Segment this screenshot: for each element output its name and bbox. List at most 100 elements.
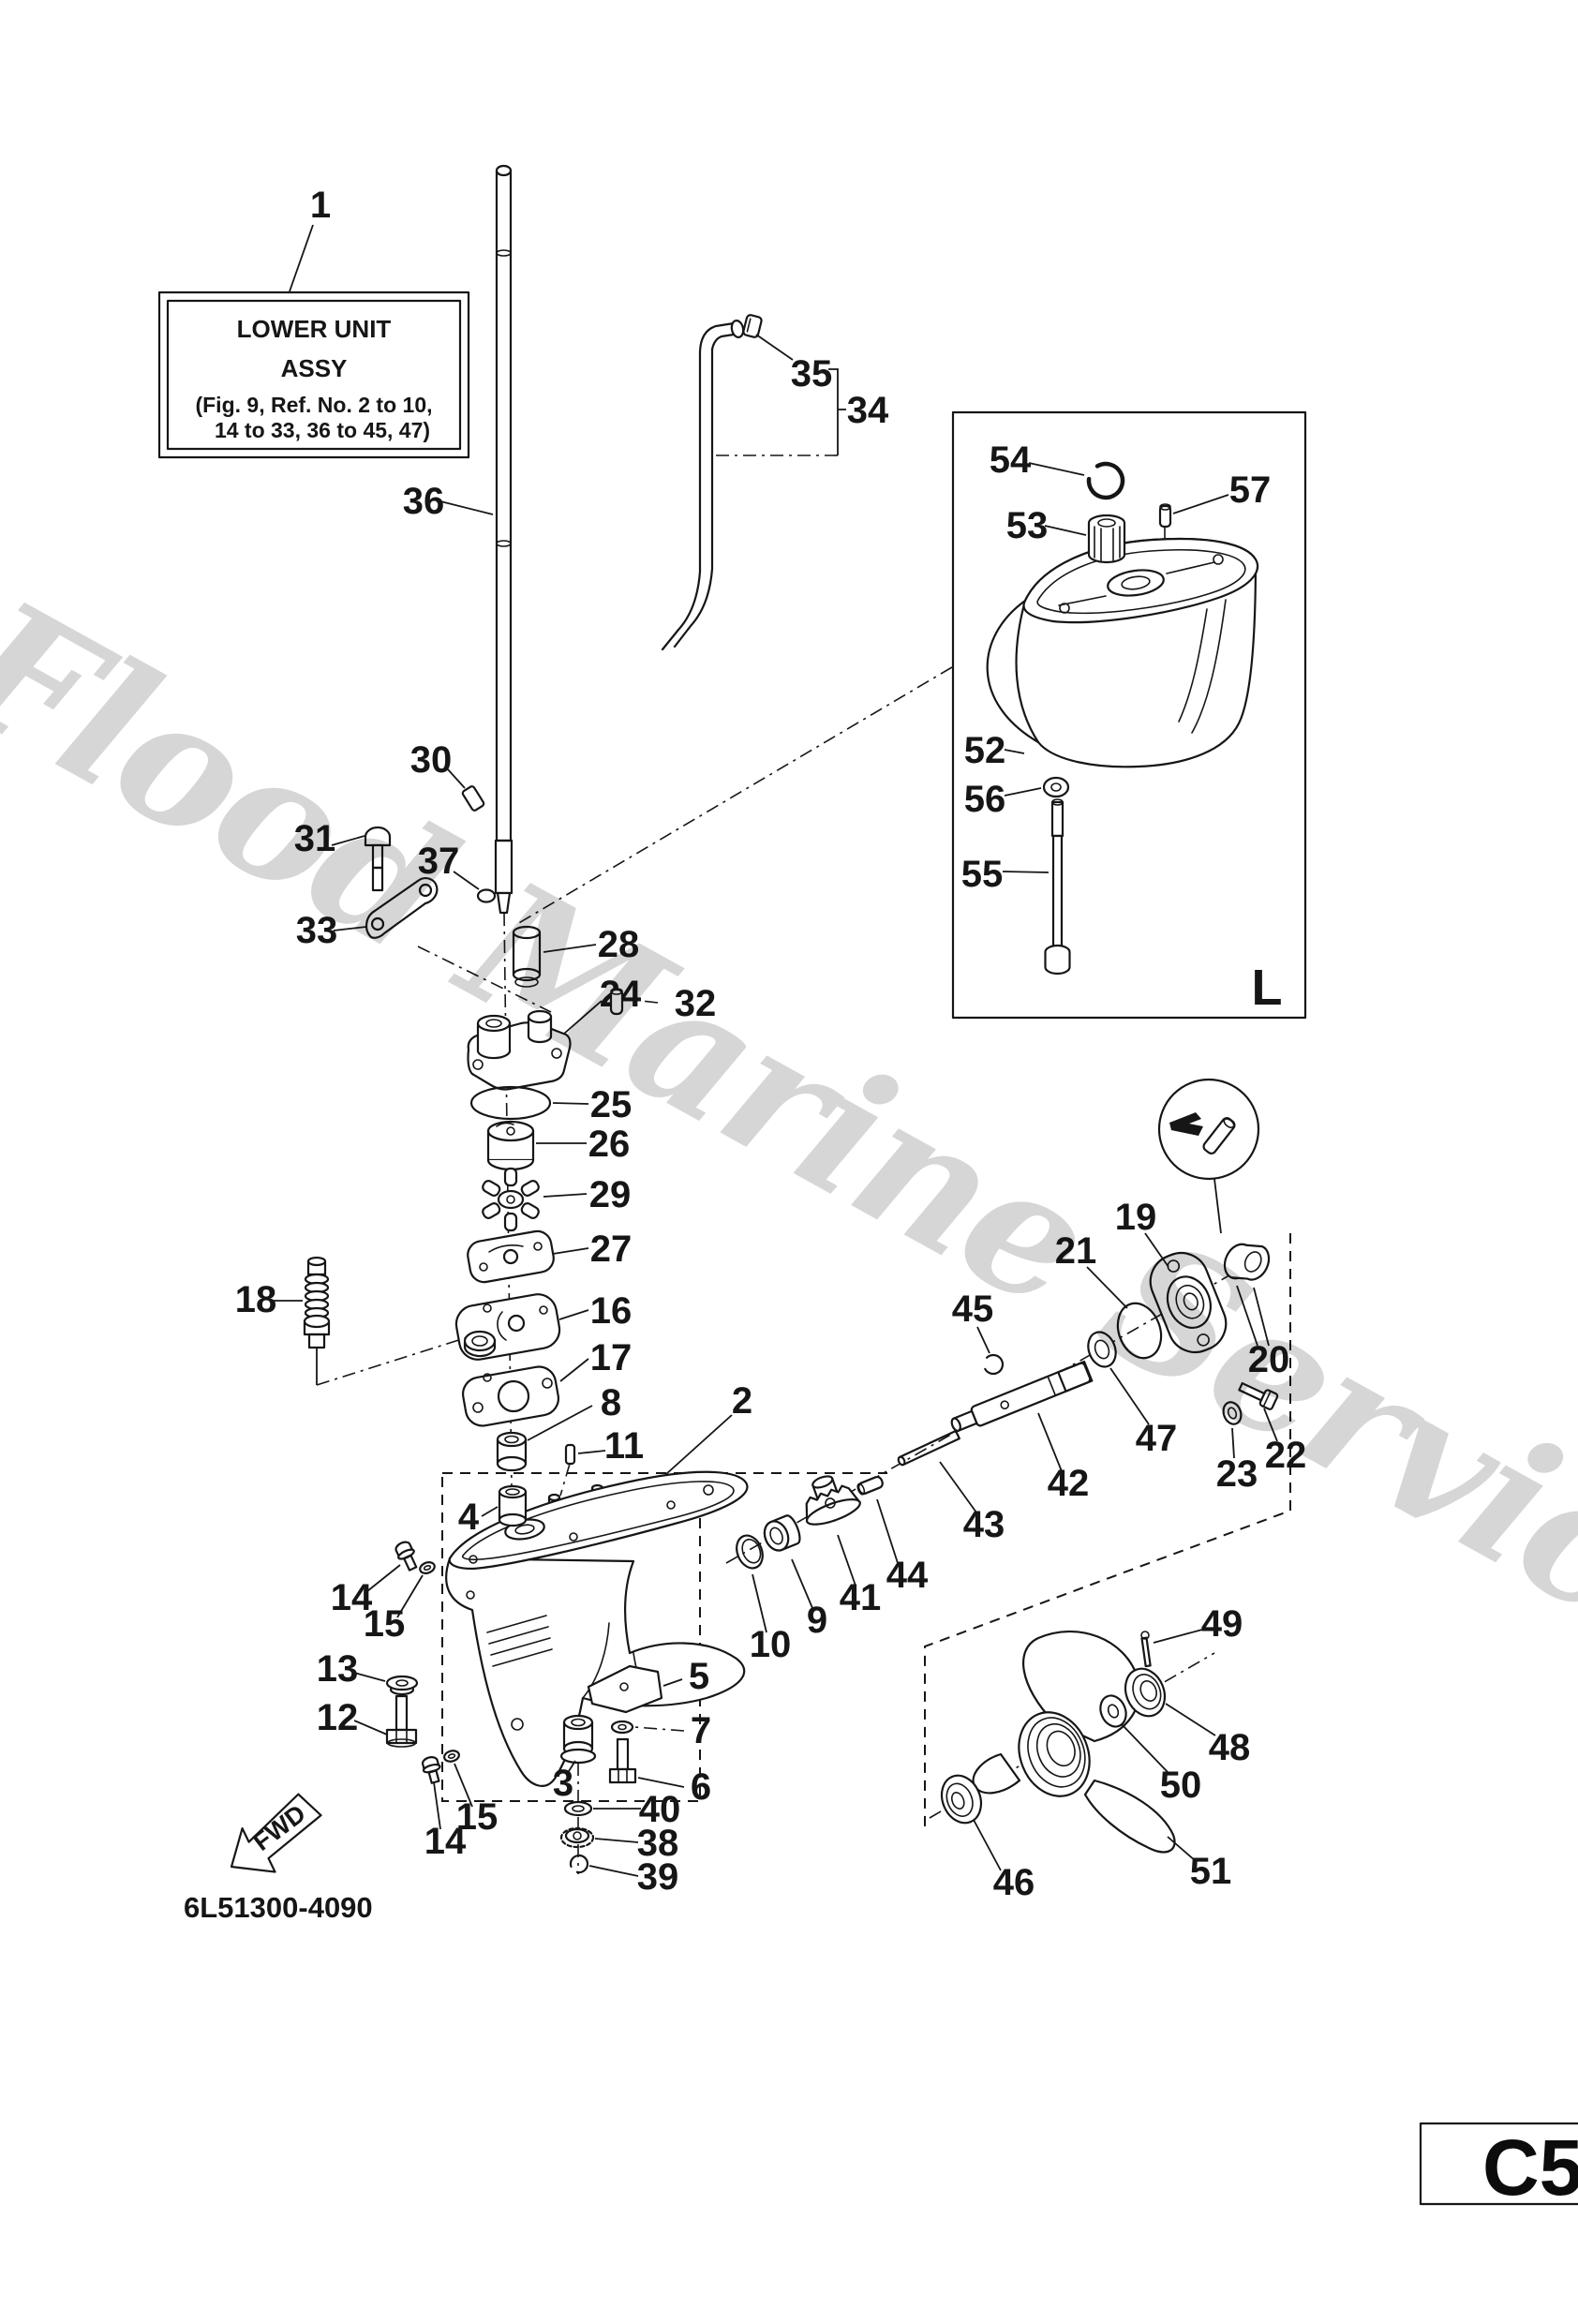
- part-pin-44: [856, 1475, 884, 1496]
- inset-panel-label: L: [1252, 960, 1283, 1016]
- part-bolt-12: 12: [317, 1694, 418, 1748]
- part-washer-50: [1099, 1694, 1127, 1728]
- part-bolt-14b: [422, 1756, 441, 1784]
- part-gear-washer-38: 38: [559, 1823, 679, 1864]
- part-bolt-14a: [394, 1541, 418, 1572]
- callout-40-label: 40: [639, 1789, 681, 1830]
- part-drive-shaft: 36: [403, 164, 514, 915]
- callout-5-label: 5: [689, 1656, 709, 1697]
- part-washer-23: [1222, 1401, 1243, 1425]
- callout-56-label: 56: [964, 779, 1006, 820]
- callout-15a-label: 15: [364, 1603, 406, 1645]
- callout-22-label: 22: [1265, 1435, 1307, 1476]
- fwd-arrow-label: FWD: [248, 1799, 311, 1856]
- callout-43-label: 43: [963, 1504, 1005, 1545]
- callout-4-label: 4: [458, 1497, 480, 1538]
- callout-13-label: 13: [317, 1648, 359, 1690]
- part-prop-nut-48: [1124, 1667, 1167, 1718]
- callout-10-label: 10: [750, 1624, 792, 1665]
- callout-1-group: 1: [289, 185, 331, 292]
- part-bearing-53: [1087, 514, 1126, 564]
- callout-54-label: 54: [990, 439, 1032, 481]
- callout-41-label: 41: [840, 1577, 882, 1618]
- part-clip-39: 39: [569, 1854, 679, 1898]
- callout-15b-label: 15: [456, 1796, 499, 1838]
- callout-49-label: 49: [1201, 1603, 1243, 1645]
- callout-51-label: 51: [1190, 1851, 1232, 1892]
- part-washer-15b: [443, 1750, 460, 1763]
- part-circlip-54: [1086, 461, 1125, 500]
- part-plate-5: 5: [587, 1656, 709, 1714]
- part-oring-37: 37: [418, 841, 497, 903]
- fwd-arrow: FWD: [230, 1793, 322, 1873]
- part-pin-57: [1158, 503, 1172, 529]
- callout-27-label: 27: [590, 1229, 633, 1270]
- part-oil-seal-47: [1087, 1331, 1117, 1368]
- drawing-number: 6L51300-4090: [184, 1891, 373, 1924]
- callout-32-label: 32: [675, 983, 717, 1024]
- callout-25-label: 25: [590, 1084, 633, 1125]
- part-pump-housing-24: 24: [467, 974, 642, 1091]
- part-prop-shaft-42: [950, 1360, 1094, 1432]
- inset-panel: 54 53 57 52 56 55 L: [951, 410, 1307, 1020]
- part-shift-rod-43: [897, 1429, 960, 1467]
- part-impeller-29: 29: [482, 1167, 631, 1232]
- callout-2-group: 2: [665, 1380, 752, 1475]
- callout-38-label: 38: [637, 1823, 679, 1864]
- callout-57-label: 57: [1229, 469, 1272, 511]
- part-bushing-3: 3: [553, 1714, 597, 1804]
- callout-16-label: 16: [590, 1290, 633, 1332]
- callout-1-label: 1: [310, 185, 331, 226]
- callout-44-label: 44: [886, 1555, 929, 1596]
- part-washer-7: 7: [610, 1710, 711, 1751]
- callout-39-label: 39: [637, 1856, 679, 1898]
- part-pinion-gear-41: [805, 1475, 861, 1526]
- callout-28-label: 28: [598, 924, 640, 965]
- part-gearcase-body: [445, 1557, 746, 1787]
- part-thrust-hub-46: [940, 1774, 983, 1825]
- part-plate-27: 27: [467, 1229, 633, 1284]
- callout-47-label: 47: [1136, 1418, 1178, 1459]
- callout-14b-label: 14: [424, 1821, 467, 1862]
- callout-7-label: 7: [691, 1710, 711, 1751]
- part-oring-21: [1116, 1302, 1163, 1360]
- part-bolt-31: 31: [294, 818, 392, 892]
- callout-30-label: 30: [410, 739, 453, 781]
- callout-33-label: 33: [296, 910, 338, 951]
- callout-31-label: 31: [294, 818, 336, 859]
- callout-6-label: 6: [691, 1766, 711, 1808]
- page-code-box: C5: [1419, 2122, 1578, 2212]
- callout-37-label: 37: [418, 841, 460, 882]
- callout-12-label: 12: [317, 1697, 359, 1738]
- part-bolt-22: [1238, 1381, 1279, 1410]
- part-washer-40: 40: [563, 1789, 681, 1830]
- callout-53-label: 53: [1006, 505, 1049, 546]
- callout-34-label: 34: [847, 390, 889, 431]
- callout-11-label: 11: [604, 1425, 644, 1467]
- callout-45-label: 45: [952, 1289, 994, 1330]
- part-washer-56: [1042, 776, 1070, 798]
- callout-48-label: 48: [1209, 1727, 1251, 1768]
- part-propeller-51: 51: [972, 1630, 1232, 1892]
- part-gasket-17: 17: [461, 1337, 632, 1427]
- part-insert-26: 26: [486, 1120, 631, 1171]
- part-tube-clip: [742, 314, 763, 338]
- callout-42-label: 42: [1048, 1463, 1090, 1504]
- part-sleeve-28: 28: [512, 924, 640, 988]
- part-bushing-8: 8: [496, 1382, 621, 1472]
- callout-26-label: 26: [588, 1124, 631, 1165]
- callout-55-label: 55: [961, 854, 1004, 895]
- callout-19-label: 19: [1115, 1197, 1157, 1238]
- part-anode-18: 18: [235, 1256, 466, 1386]
- part-pin-11: 11: [564, 1425, 644, 1467]
- page-code: C5: [1482, 2123, 1578, 2212]
- part-washer-15a: [419, 1561, 436, 1574]
- callout-14a-label: 14: [331, 1577, 373, 1618]
- part-bolt-6: 6: [608, 1737, 711, 1808]
- part-washer-13: 13: [317, 1648, 419, 1696]
- part-ring-10: [736, 1534, 764, 1570]
- callout-35-label: 35: [791, 353, 833, 395]
- callout-52-label: 52: [964, 730, 1006, 771]
- title-line-2: ASSY: [281, 354, 348, 382]
